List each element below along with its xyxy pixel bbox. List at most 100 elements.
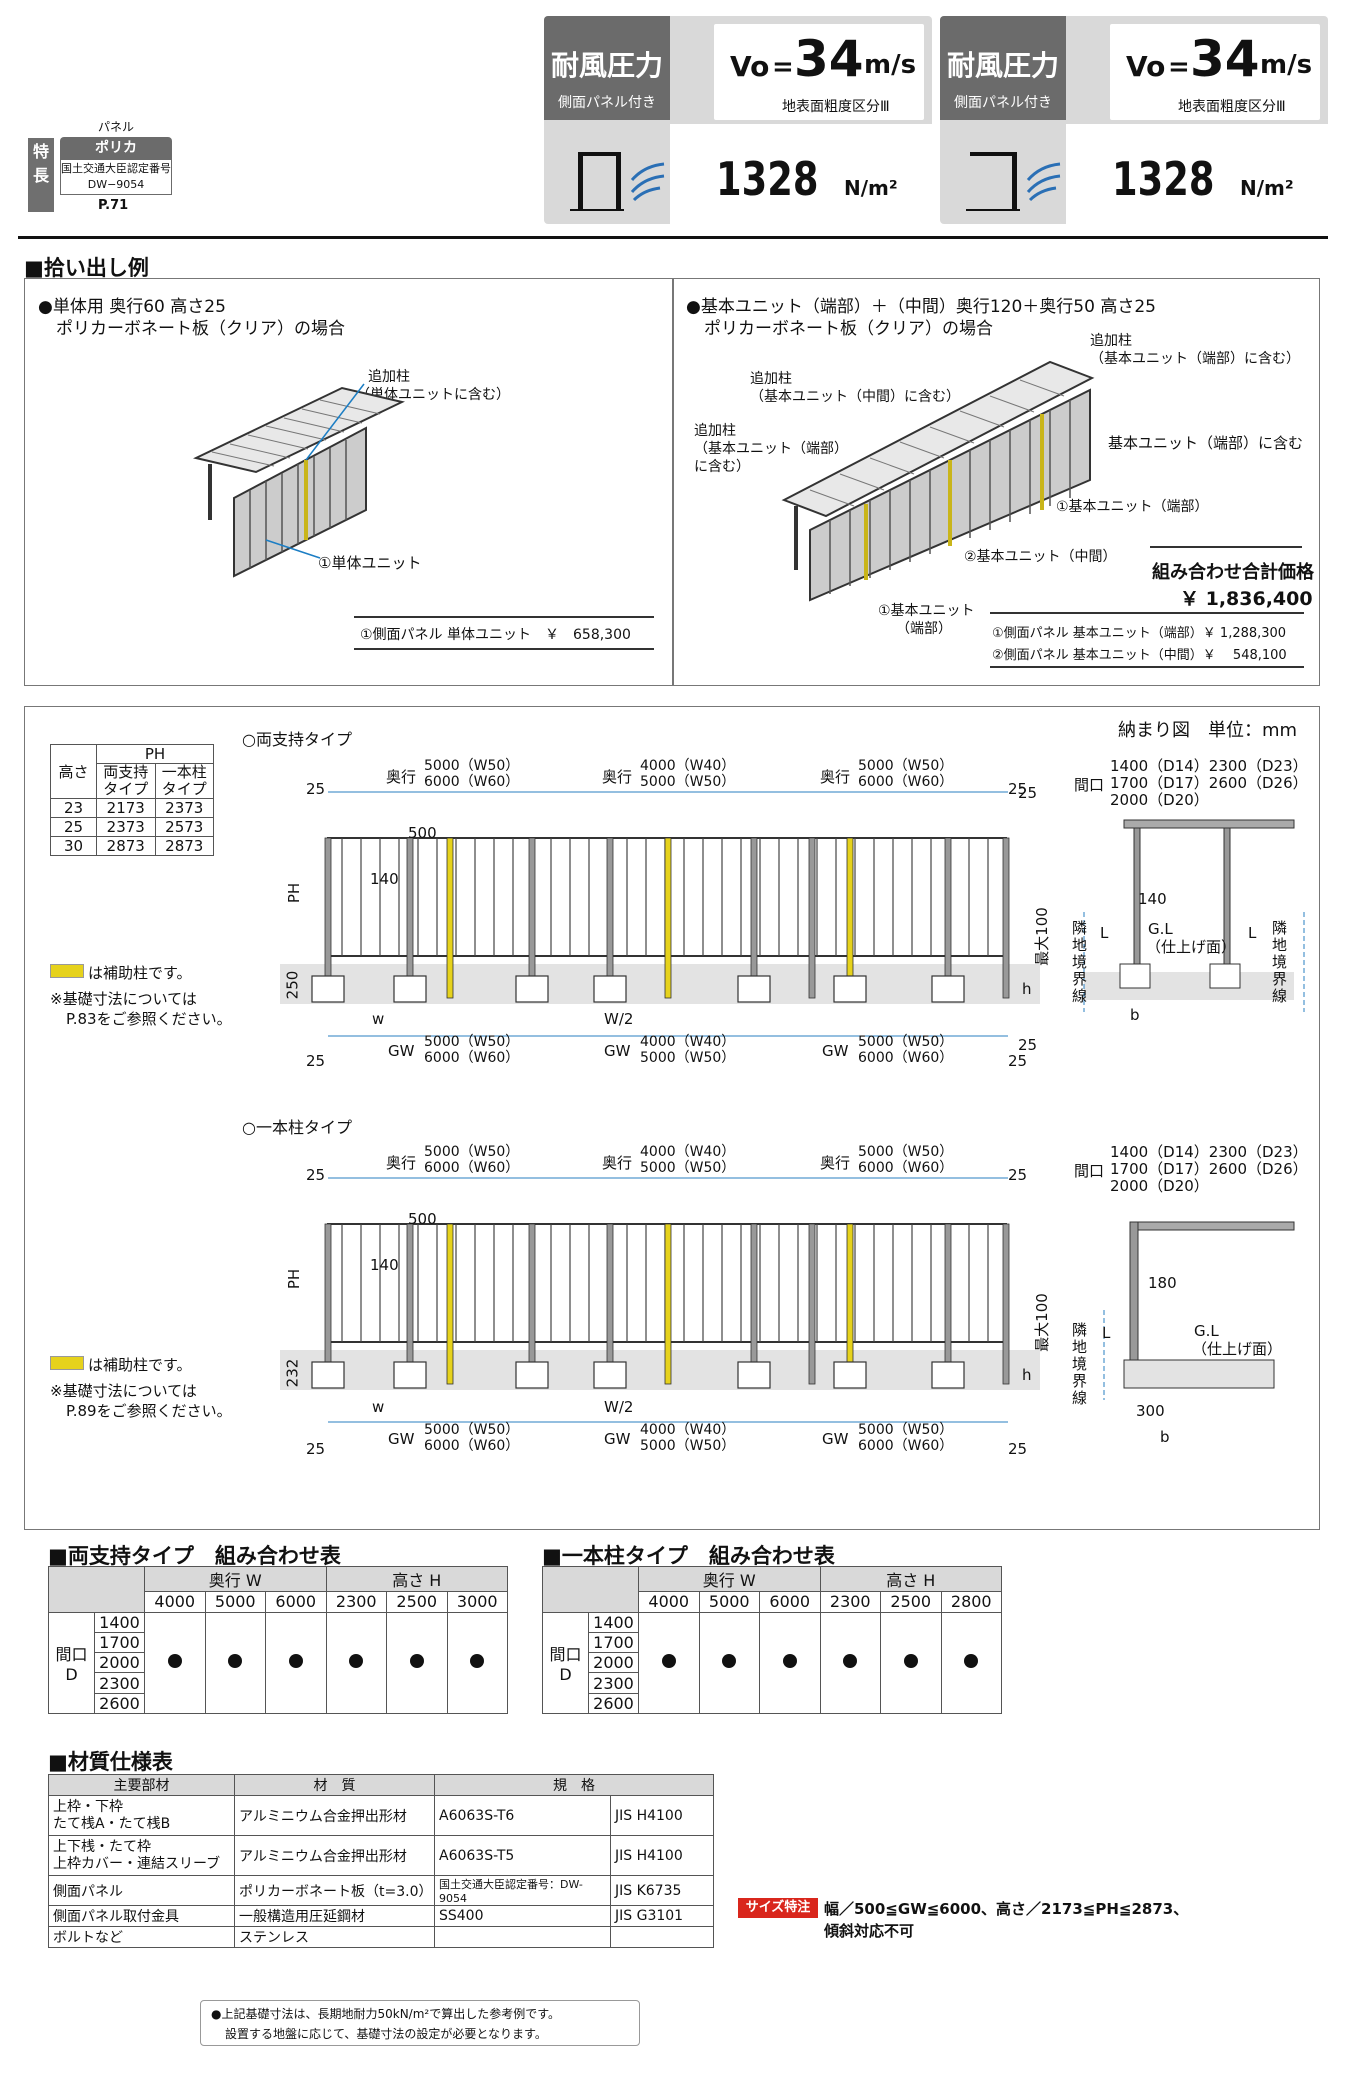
- dim-140: 140: [370, 1256, 399, 1274]
- right-subheading: ポリカーボネート板（クリア）の場合: [704, 319, 993, 339]
- combo-dot: [325, 1611, 387, 1715]
- depth-a: 5000（W50）: [424, 1144, 520, 1160]
- unit-label: ②基本ユニット（中間）: [964, 549, 1117, 565]
- dim-L: L: [1248, 924, 1257, 942]
- depth-b: 6000（W60）: [424, 774, 520, 790]
- gw-dim: 5000（W50）6000（W60）: [858, 1422, 953, 1454]
- depth-b: 5000（W50）: [640, 1160, 736, 1176]
- material-cell: ポリカーボネート板（t=3.0）: [234, 1875, 435, 1906]
- dim-25: 25: [306, 780, 326, 798]
- aux-post: [846, 1223, 854, 1385]
- foundation: [931, 975, 965, 1003]
- cert-number: DW−9054: [87, 178, 145, 191]
- dim-25: 25: [306, 1052, 326, 1070]
- combo-dot: [880, 1611, 942, 1715]
- material-cell: A6063S-T6: [434, 1795, 611, 1836]
- rule: [354, 616, 654, 618]
- combo-col: 6000: [759, 1591, 821, 1613]
- pressure-value: 1328: [716, 152, 819, 206]
- panel-label: パネル: [98, 120, 135, 134]
- material-cell: [434, 1926, 611, 1948]
- pressure-box: 1328 N/m²: [1066, 124, 1328, 224]
- dim-b: b: [1130, 1006, 1140, 1024]
- ph-cell: 2573: [154, 817, 214, 837]
- combo-corner: [542, 1566, 639, 1613]
- dim-180: 180: [1148, 1274, 1177, 1292]
- footer-line2: 設置する地盤に応じて、基礎寸法の設定が必要となります。: [225, 2027, 547, 2041]
- note: （基本ユニット（端部）: [694, 441, 848, 457]
- gw-b: 5000（W50）: [640, 1438, 736, 1454]
- foundation: [515, 975, 549, 1003]
- vo-prefix: Vo: [1126, 50, 1166, 83]
- dim-500: 500: [408, 1210, 437, 1228]
- price-single: ①側面パネル 単体ユニット ￥ 658,300: [360, 627, 631, 643]
- wind-title: 耐風圧力: [550, 49, 663, 82]
- material-cell: 一般構造用圧延鋼材: [234, 1905, 435, 1927]
- dim-300: 300: [1136, 1402, 1165, 1420]
- combo-dot: [144, 1611, 206, 1715]
- combo-corner: [48, 1566, 145, 1613]
- unit-label: ①基本ユニット: [878, 603, 975, 619]
- gw-b: 6000（W60）: [424, 1438, 520, 1454]
- combo-row: 1700: [588, 1631, 639, 1654]
- mg: 1700（D17）2600（D26）: [1110, 774, 1308, 792]
- gw-a: 4000（W40）: [640, 1034, 736, 1050]
- section-drawing-1: [1083, 819, 1305, 1012]
- material-cell: JIS H4100: [610, 1835, 714, 1876]
- dim-w2: W/2: [604, 1010, 634, 1028]
- aux-note: は補助柱です。: [88, 1356, 192, 1374]
- wind-card-1: 耐風圧力側面パネル付き Vo = 34 m/s 地表面粗度区分Ⅲ 1328 N/…: [544, 16, 932, 224]
- combo-col: 2500: [880, 1591, 942, 1613]
- foundation: [737, 1361, 771, 1389]
- pressure-unit: N/m²: [844, 176, 898, 200]
- wind-sub: 側面パネル付き: [954, 95, 1052, 111]
- pressure-unit: N/m²: [1240, 176, 1294, 200]
- ph-cell: 2373: [154, 798, 214, 818]
- gw-a: 5000（W50）: [424, 1422, 520, 1438]
- ph-cell: 2373: [96, 817, 156, 837]
- foundation: [593, 1361, 627, 1389]
- dim-h: h: [1022, 980, 1032, 998]
- dim-w2: W/2: [604, 1398, 634, 1416]
- depth-dim: 5000（W50）6000（W60）: [424, 1144, 519, 1176]
- gl-label: （仕上げ面）: [1146, 938, 1237, 956]
- aux-swatch: [50, 964, 84, 978]
- ph-cell: 23: [50, 798, 97, 818]
- note: 追加柱: [694, 423, 736, 439]
- post: [528, 1223, 536, 1385]
- gw-dim: 5000（W50）6000（W60）: [424, 1034, 519, 1066]
- post: [606, 1223, 614, 1385]
- dim-25: 25: [1008, 1440, 1028, 1458]
- vo-unit: m/s: [864, 50, 917, 80]
- region: 地表面粗度区分Ⅲ: [1178, 99, 1286, 115]
- combo-row: 2600: [94, 1692, 145, 1715]
- elevation-drawing-1: 25 25 500 140 25 25: [280, 784, 1040, 1054]
- depth-a: 5000（W50）: [424, 758, 520, 774]
- foundation: [311, 1361, 345, 1389]
- combo-row: 2600: [588, 1692, 639, 1715]
- maguchi-dims: 1400（D14）2300（D23）1700（D17）2600（D26）2000…: [1110, 758, 1308, 809]
- depth-b: 6000（W60）: [424, 1160, 520, 1176]
- combo-row-label: 間口 D: [48, 1611, 95, 1715]
- footer-note-box: ●上記基礎寸法は、長期地耐力50kN/m²で算出した参考例です。 設置する地盤に…: [200, 2000, 640, 2046]
- combo-col: 3000: [446, 1591, 508, 1613]
- depth-dim: 4000（W40）5000（W50）: [640, 1144, 735, 1176]
- pressure-value: 1328: [1112, 152, 1215, 206]
- gl-label: G.L: [1194, 1322, 1219, 1340]
- found-note: ※基礎寸法については: [50, 1382, 197, 1400]
- mg: 2000（D20）: [1110, 1177, 1209, 1195]
- maguchi-dims: 1400（D14）2300（D23）1700（D17）2600（D26）2000…: [1110, 1144, 1308, 1195]
- panel-badge: ポリカ: [60, 137, 172, 159]
- combo-dot: [638, 1611, 700, 1715]
- depth-dim: 5000（W50）6000（W60）: [858, 758, 953, 790]
- combo-dot: [819, 1611, 881, 1715]
- foundation: [833, 975, 867, 1003]
- size-note: 幅／500≦GW≦6000、高さ／2173≦PH≦2873、: [824, 1900, 1189, 1918]
- ph-cell: 2873: [96, 836, 156, 856]
- pickup-title: ■拾い出し例: [24, 256, 149, 280]
- gw-label: GW: [604, 1042, 631, 1060]
- panel-page: P.71: [98, 198, 129, 213]
- dim-w: w: [372, 1010, 385, 1028]
- note: 追加柱: [750, 371, 792, 387]
